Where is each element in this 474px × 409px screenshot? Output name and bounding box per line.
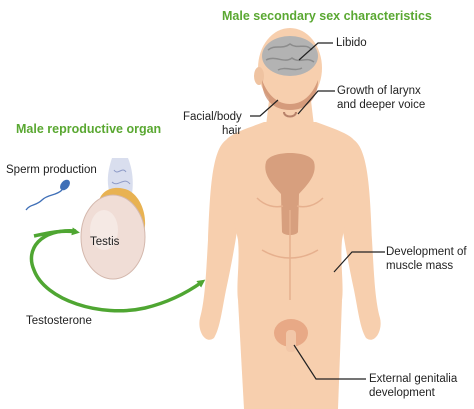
ear <box>254 67 264 85</box>
testosterone-arrow <box>29 229 206 313</box>
callout-lines <box>250 42 385 380</box>
title-reproductive-organ: Male reproductive organ <box>16 122 162 136</box>
label-genitalia-line2: development <box>369 387 435 399</box>
label-testis: Testis <box>90 236 120 248</box>
title-secondary-characteristics: Male secondary sex characteristics <box>222 9 432 23</box>
callout-larynx <box>297 90 335 115</box>
label-facial-line2: hair <box>222 125 242 137</box>
callout-facial <box>250 99 279 117</box>
label-testosterone: Testosterone <box>26 315 92 327</box>
callout-muscle <box>333 251 385 273</box>
label-sperm-production: Sperm production <box>6 164 97 176</box>
label-facial-line1: Facial/body <box>183 111 242 123</box>
label-genitalia-line1: External genitalia <box>369 373 458 385</box>
label-larynx-line1: Growth of larynx <box>337 85 421 97</box>
testosterone-arrow-top <box>33 227 80 238</box>
right-leg <box>290 300 342 409</box>
sperm-icon <box>25 179 70 211</box>
larynx-icon <box>283 111 297 118</box>
label-libido: Libido <box>336 37 367 49</box>
brain-icon <box>262 36 318 76</box>
testis-icon <box>80 158 146 280</box>
callout-libido <box>298 42 333 61</box>
label-muscle-line2: muscle mass <box>386 260 454 272</box>
label-muscle-line1: Development of <box>386 246 467 258</box>
genitalia-shaft <box>286 330 296 352</box>
callout-genitalia <box>293 344 366 380</box>
male-body-figure <box>199 28 381 409</box>
left-leg <box>238 300 294 409</box>
label-larynx-line2: and deeper voice <box>337 99 426 111</box>
muscle-lines <box>256 197 324 300</box>
chest-hair <box>265 153 315 235</box>
